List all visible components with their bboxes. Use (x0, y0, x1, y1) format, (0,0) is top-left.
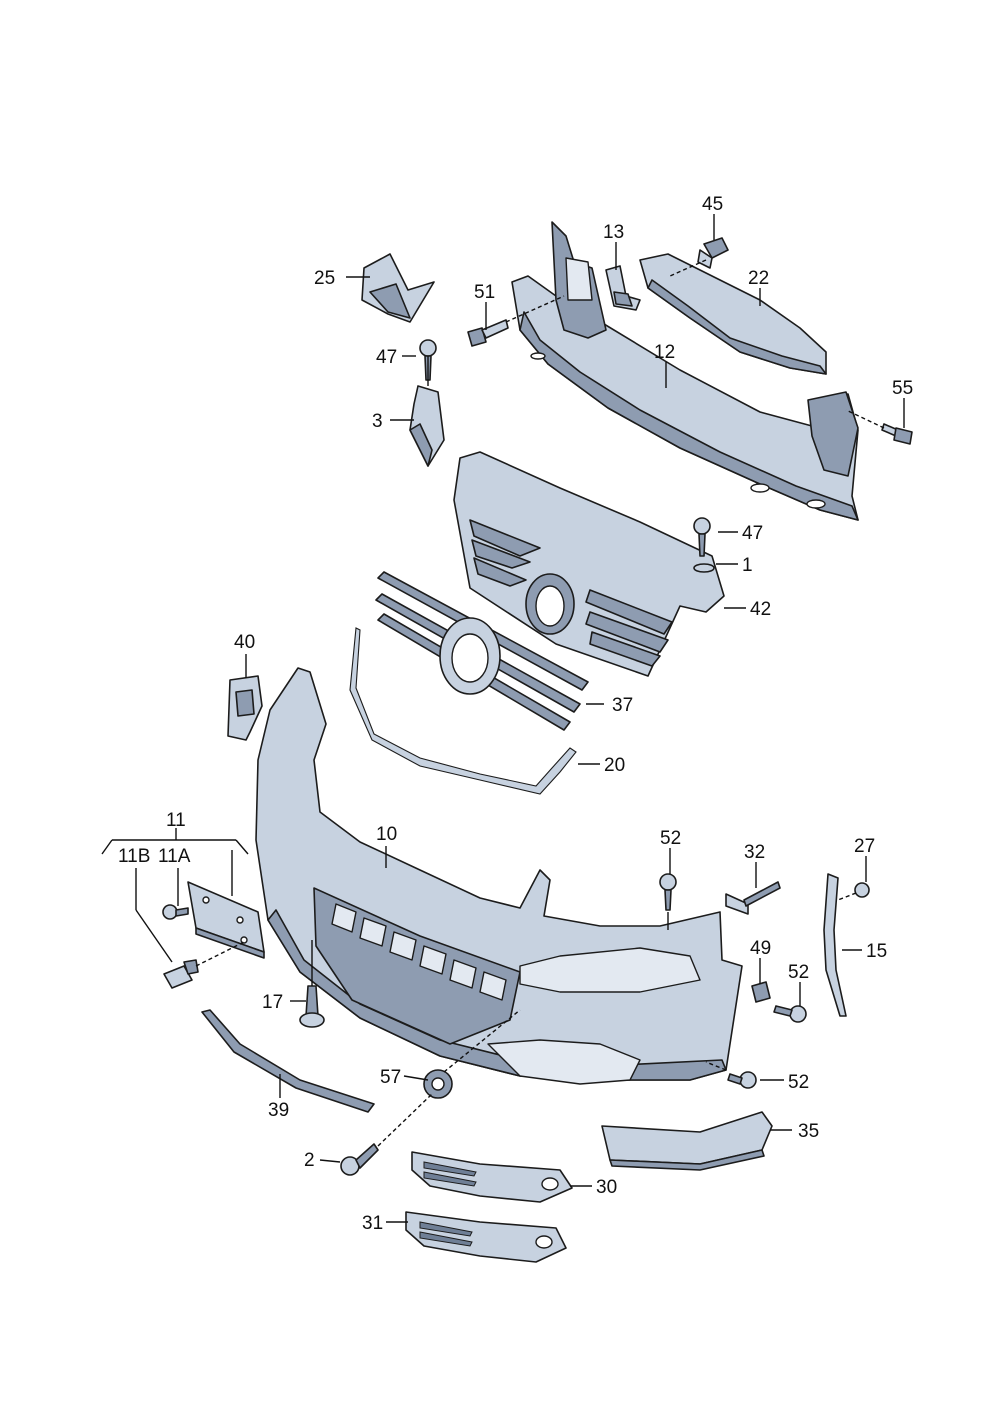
part-39-strip (201, 1009, 375, 1113)
part-1-washer (693, 563, 715, 573)
label-37: 37 (612, 695, 633, 716)
label-3: 3 (372, 411, 383, 432)
label-10: 10 (376, 824, 397, 845)
label-31: 31 (362, 1213, 383, 1234)
part-52-screw-lower (727, 1071, 757, 1089)
label-52-middle: 52 (788, 962, 809, 983)
label-1: 1 (742, 555, 753, 576)
part-47-screw-right (693, 517, 711, 557)
part-55-bolt (881, 423, 913, 445)
label-40: 40 (234, 632, 255, 653)
part-45-clip (697, 237, 729, 269)
label-27: 27 (854, 836, 875, 857)
part-37-trim (375, 571, 589, 731)
label-15: 15 (866, 941, 887, 962)
label-55: 55 (892, 378, 913, 399)
part-25-bracket (361, 253, 435, 323)
part-11-plate-bracket (187, 881, 265, 959)
label-17: 17 (262, 992, 283, 1013)
part-3-guide (409, 385, 445, 467)
label-12: 12 (654, 342, 675, 363)
label-47-right: 47 (742, 523, 763, 544)
part-40-bracket (227, 675, 263, 741)
label-57: 57 (380, 1067, 401, 1088)
part-22-deflector (639, 253, 827, 375)
leader-lines (101, 214, 905, 1223)
label-11b: 11B (118, 846, 150, 867)
label-11a: 11A (158, 846, 191, 867)
part-15-strip (823, 873, 847, 1017)
label-35: 35 (798, 1121, 819, 1142)
label-49: 49 (750, 938, 771, 959)
part-32-stud (725, 881, 781, 915)
part-51-bolt (467, 319, 509, 347)
part-27-nut (854, 882, 870, 898)
part-52-screw-upper (659, 873, 677, 911)
label-30: 30 (596, 1177, 617, 1198)
part-11b-clip (163, 959, 199, 989)
label-52-lower: 52 (788, 1072, 809, 1093)
label-51: 51 (474, 282, 495, 303)
label-25: 25 (314, 268, 335, 289)
label-11: 11 (166, 810, 186, 831)
label-45: 45 (702, 194, 723, 215)
label-47-upper: 47 (376, 347, 397, 368)
label-39: 39 (268, 1100, 289, 1121)
part-10-bumper (255, 667, 743, 1085)
part-20-trim (349, 627, 577, 795)
label-20: 20 (604, 755, 625, 776)
label-52-upper: 52 (660, 828, 681, 849)
part-13-bracket (605, 265, 641, 311)
part-57-grommet (423, 1069, 453, 1099)
label-13: 13 (603, 222, 624, 243)
label-2: 2 (304, 1150, 315, 1171)
part-52-screw-middle (773, 1005, 807, 1023)
label-32: 32 (744, 842, 765, 863)
label-22: 22 (748, 268, 769, 289)
part-12-carrier (511, 221, 859, 521)
part-17-screw (299, 985, 325, 1028)
callout-labels: 25 47 3 51 13 45 22 12 55 47 1 42 37 20 … (118, 194, 913, 1234)
part-2-screw (340, 1143, 379, 1176)
label-42: 42 (750, 599, 771, 620)
part-49-nut (751, 981, 771, 1003)
part-35-trim-strip (601, 1111, 773, 1171)
part-42-grille (453, 451, 725, 677)
part-11a-screw (162, 904, 189, 920)
part-30-fog-grille (411, 1151, 573, 1203)
part-31-fog-grille (405, 1211, 567, 1263)
